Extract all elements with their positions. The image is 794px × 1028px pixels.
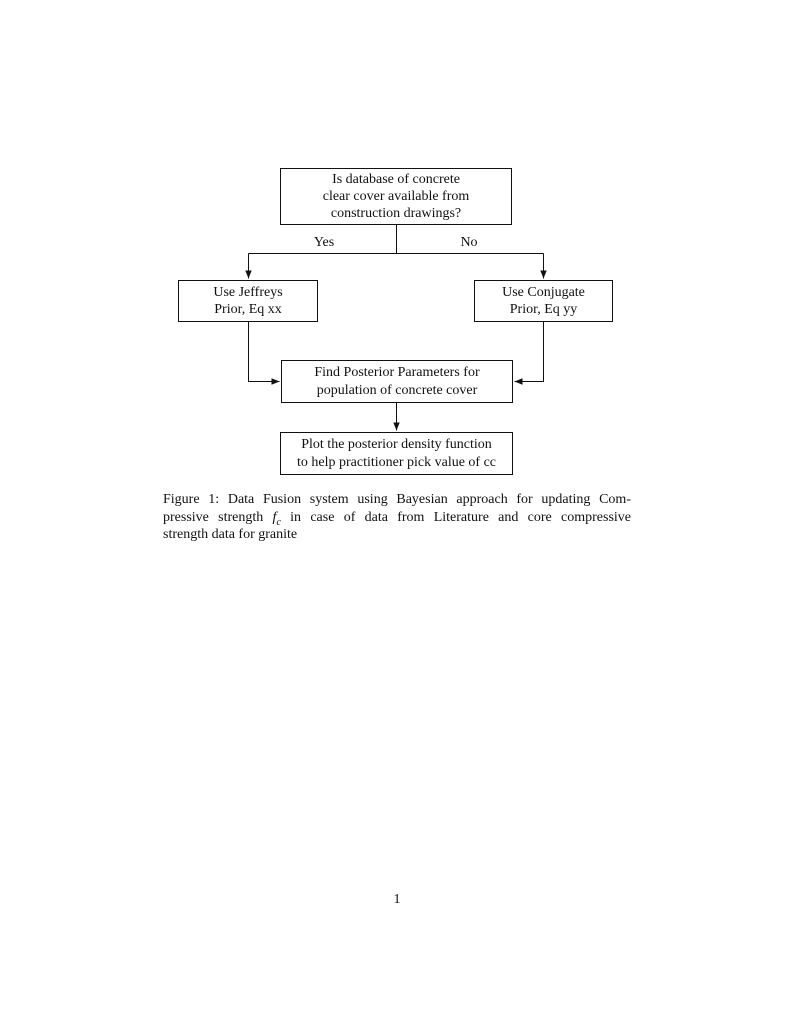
node-text-line: to help practitioner pick value of cc <box>296 454 497 470</box>
node-text-line: Prior, Eq xx <box>214 302 282 317</box>
flowchart-node-conjugate-prior: Use Conjugate Prior, Eq yy <box>474 280 613 322</box>
node-text-line: Use Conjugate <box>502 284 585 300</box>
flowchart-node-jeffreys-prior: Use Jeffreys Prior, Eq xx <box>178 280 318 322</box>
node-text-line: Prior, Eq yy <box>509 302 578 317</box>
node-text-line: construction drawings? <box>330 206 462 222</box>
caption-line-2: pressive strength fc in case of data fro… <box>163 509 631 527</box>
connector-jeffreys-to-posterior <box>248 322 280 385</box>
node-text-line: clear cover available from <box>322 188 470 204</box>
flowchart-node-question: Is database of concrete clear cover avai… <box>280 168 512 225</box>
node-text-line: Plot the posterior density function <box>301 437 492 453</box>
node-text-line: Use Jeffreys <box>213 284 283 300</box>
caption-line-1: Figure 1: Data Fusion system using Bayes… <box>163 492 631 507</box>
node-text-line: population of concrete cover <box>316 382 478 398</box>
caption-line-3: strength data for granite <box>163 527 298 542</box>
caption-line-2-before: pressive strength <box>163 509 264 525</box>
flowchart-node-plot-density: Plot the posterior density function to h… <box>280 432 513 475</box>
connector-conjugate-to-posterior <box>514 322 544 385</box>
page-number: 1 <box>393 892 401 907</box>
node-text-line: Is database of concrete <box>332 171 460 187</box>
caption-line-2-after: in case of data from Literature and core… <box>290 509 632 525</box>
figure-caption: Figure 1: Data Fusion system using Bayes… <box>163 491 631 544</box>
edge-label-yes: Yes <box>313 235 335 250</box>
edge-label-no: No <box>460 235 478 250</box>
math-fc-symbol: fc <box>272 509 281 528</box>
flowchart-node-posterior-parameters: Find Posterior Parameters for population… <box>281 360 513 403</box>
node-text-line: Find Posterior Parameters for <box>314 365 480 381</box>
